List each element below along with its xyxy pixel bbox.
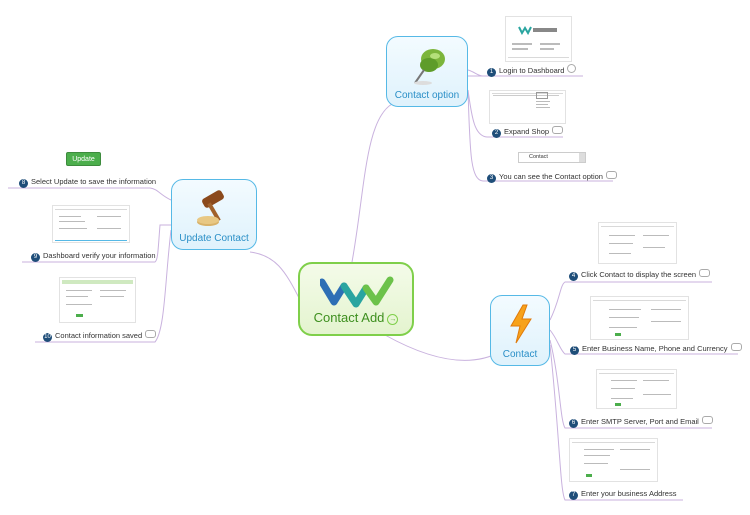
topic-contact[interactable]: Contact bbox=[490, 295, 550, 366]
step-badge: 6 bbox=[569, 419, 578, 428]
saved-screenshot bbox=[59, 277, 136, 323]
topic-update-contact[interactable]: Update Contact bbox=[171, 179, 257, 250]
step-label: Expand Shop bbox=[504, 127, 550, 136]
step-label: You can see the Contact option bbox=[499, 172, 603, 181]
link-arrow-icon[interactable]: → bbox=[387, 314, 399, 325]
step-badge: 3 bbox=[487, 174, 496, 183]
step-badge: 8 bbox=[19, 179, 28, 188]
step-badge: 4 bbox=[569, 272, 578, 281]
contact-screen-screenshot bbox=[598, 222, 677, 264]
contact-menu-screenshot: Contact bbox=[518, 152, 586, 163]
step-badge: 1 bbox=[487, 68, 496, 77]
expand-shop-screenshot bbox=[489, 90, 566, 124]
smtp-screenshot bbox=[596, 369, 677, 409]
business-name-screenshot bbox=[590, 296, 689, 340]
note-icon[interactable] bbox=[701, 416, 713, 424]
step-label: Select Update to save the information bbox=[31, 177, 157, 186]
address-screenshot bbox=[569, 438, 658, 482]
step-badge: 9 bbox=[31, 253, 40, 262]
step-label: Enter SMTP Server, Port and Email bbox=[581, 417, 699, 426]
link-arrow-icon[interactable] bbox=[567, 64, 577, 73]
update-button-screenshot: Update bbox=[66, 152, 101, 166]
verify-screenshot bbox=[52, 205, 130, 243]
step-label: Enter your business Address bbox=[581, 489, 677, 498]
topic-title: Update Contact bbox=[179, 233, 249, 244]
step-badge: 10 bbox=[43, 333, 52, 342]
topic-title: Contact bbox=[502, 349, 538, 360]
note-icon[interactable] bbox=[605, 171, 617, 179]
step-badge: 5 bbox=[570, 346, 579, 355]
pushpin-icon bbox=[414, 49, 445, 85]
step-label: Enter Business Name, Phone and Currency bbox=[582, 344, 728, 353]
step-badge: 7 bbox=[569, 491, 578, 500]
step-label: Login to Dashboard bbox=[499, 66, 565, 75]
gavel-icon bbox=[197, 190, 224, 226]
step-label: Click Contact to display the screen bbox=[581, 270, 697, 279]
central-title: Contact Add→ bbox=[313, 310, 399, 325]
step-label: Contact information saved bbox=[55, 331, 143, 340]
wv-logo-icon bbox=[320, 276, 394, 308]
lightning-icon bbox=[510, 304, 532, 344]
step-badge: 2 bbox=[492, 129, 501, 138]
note-icon[interactable] bbox=[145, 330, 157, 338]
wv-logo-icon bbox=[518, 26, 557, 35]
note-icon[interactable] bbox=[699, 269, 711, 277]
note-icon[interactable] bbox=[552, 126, 564, 134]
central-topic[interactable]: Contact Add→ bbox=[298, 262, 414, 336]
login-screenshot bbox=[505, 16, 572, 62]
topic-contact-option[interactable]: Contact option bbox=[386, 36, 468, 107]
step-label: Dashboard verify your information bbox=[43, 251, 156, 260]
note-icon[interactable] bbox=[730, 343, 742, 351]
topic-title: Contact option bbox=[394, 90, 460, 101]
